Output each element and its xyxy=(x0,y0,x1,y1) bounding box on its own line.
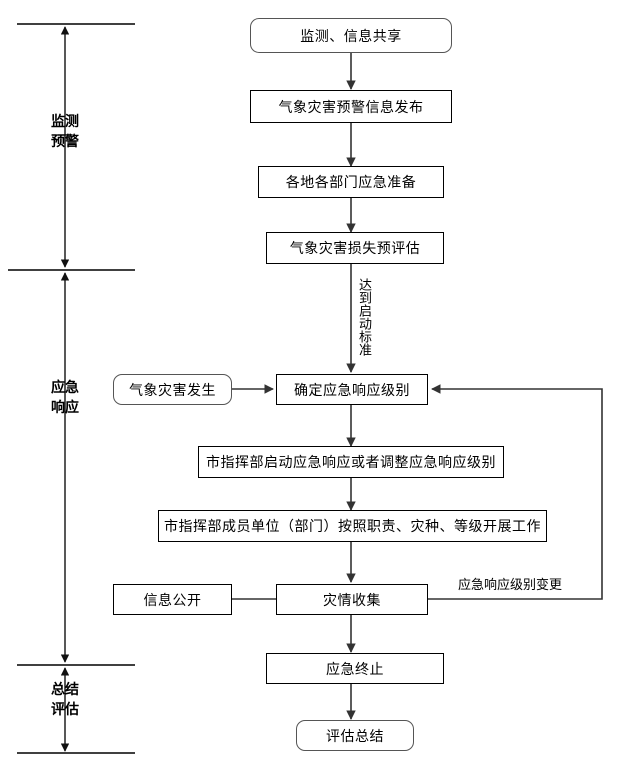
node-determine-level[interactable]: 确定应急响应级别 xyxy=(276,374,428,405)
node-monitor-share[interactable]: 监测、信息共享 xyxy=(250,18,452,53)
node-emergency-end[interactable]: 应急终止 xyxy=(266,653,444,684)
node-loss-preassess[interactable]: 气象灾害损失预评估 xyxy=(266,232,444,264)
phase-label-response-line1: 应急 xyxy=(51,380,79,396)
phase-label-monitor: 监测 预警 xyxy=(40,112,90,152)
node-loss-preassess-label: 气象灾害损失预评估 xyxy=(289,241,421,257)
node-disaster-occurs-label: 气象灾害发生 xyxy=(129,382,216,399)
node-info-disclosure-label: 信息公开 xyxy=(143,592,202,609)
phase-label-response-line2: 响应 xyxy=(51,400,79,416)
node-disaster-collect[interactable]: 灾情收集 xyxy=(276,584,428,615)
node-hq-activate[interactable]: 市指挥部启动应急响应或者调整应急响应级别 xyxy=(198,446,504,478)
phase-label-summary-line2: 评估 xyxy=(51,702,79,718)
node-assess-summary[interactable]: 评估总结 xyxy=(296,720,414,751)
edge-collect-return-loop xyxy=(428,384,603,600)
node-determine-level-label: 确定应急响应级别 xyxy=(294,382,410,399)
node-disaster-occurs[interactable]: 气象灾害发生 xyxy=(113,374,232,405)
node-departments-prepare-label: 各地各部门应急准备 xyxy=(285,175,417,191)
node-hq-activate-label: 市指挥部启动应急响应或者调整应急响应级别 xyxy=(206,455,496,471)
node-member-units[interactable]: 市指挥部成员单位（部门）按照职责、灾种、等级开展工作 xyxy=(158,510,547,542)
phase-label-monitor-line1: 监测 xyxy=(51,114,79,130)
node-monitor-share-label: 监测、信息共享 xyxy=(300,28,402,45)
phase-label-monitor-line2: 预警 xyxy=(51,134,79,150)
node-disaster-collect-label: 灾情收集 xyxy=(323,592,381,609)
edge-label-level-change: 应急响应级别变更 xyxy=(458,578,563,593)
phase-label-summary: 总结 评估 xyxy=(40,680,90,720)
node-warning-release[interactable]: 气象灾害预警信息发布 xyxy=(250,90,452,123)
edge-label-threshold: 达到启动标准 xyxy=(356,278,371,356)
phase-label-summary-line1: 总结 xyxy=(51,682,79,698)
node-assess-summary-label: 评估总结 xyxy=(326,728,384,745)
node-departments-prepare[interactable]: 各地各部门应急准备 xyxy=(258,166,444,198)
node-emergency-end-label: 应急终止 xyxy=(326,661,384,678)
node-member-units-label: 市指挥部成员单位（部门）按照职责、灾种、等级开展工作 xyxy=(164,519,541,535)
node-warning-release-label: 气象灾害预警信息发布 xyxy=(278,99,424,116)
node-info-disclosure[interactable]: 信息公开 xyxy=(113,584,232,615)
phase-label-response: 应急 响应 xyxy=(40,378,90,418)
